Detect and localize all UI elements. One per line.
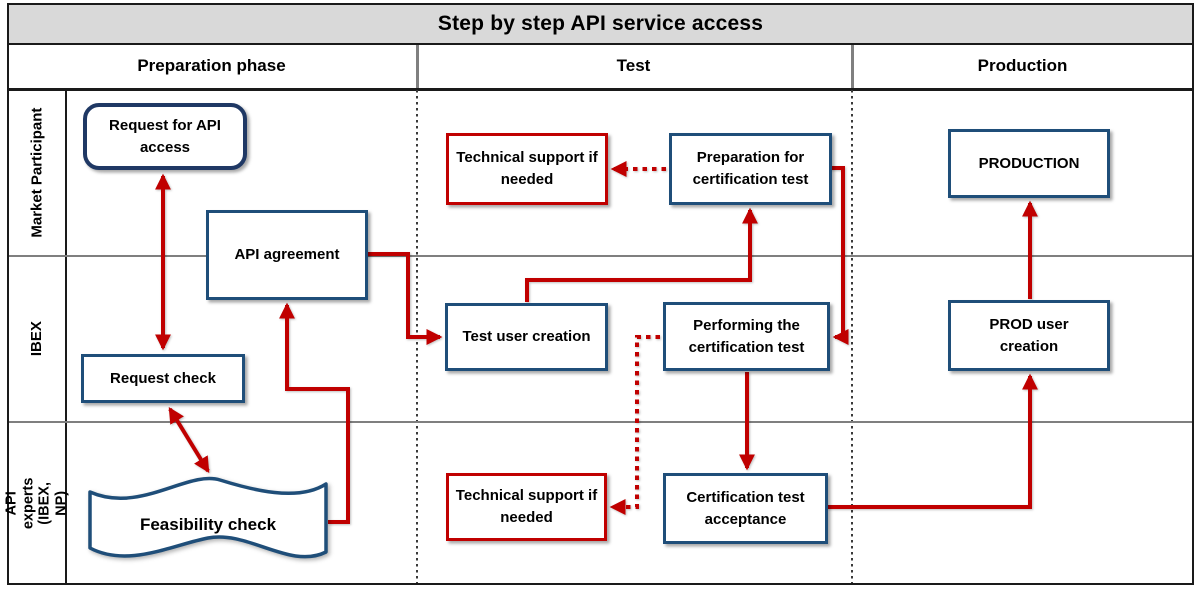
lane-label-ibex: IBEX	[28, 320, 46, 357]
column-divider-dotted-2	[851, 90, 853, 583]
node-api-agreement: API agreement	[206, 210, 368, 300]
header-divider-1	[416, 45, 419, 88]
node-technical-support-bottom: Technical support if needed	[446, 473, 607, 541]
node-feasibility-check: Feasibility check	[84, 466, 332, 576]
column-header-production: Production	[977, 56, 1068, 75]
lane-label-api-experts: API experts (IBEX, NP)	[3, 477, 70, 529]
column-header-test: Test	[616, 56, 651, 75]
lane-divider-2	[9, 421, 1192, 423]
node-prod-user-creation: PROD user creation	[948, 300, 1110, 371]
lane-divider-1	[9, 255, 1192, 257]
node-preparation-certification-test: Preparation for certification test	[669, 133, 832, 205]
lane-label-market-participant: Market Participant	[28, 107, 46, 238]
node-request-check: Request check	[81, 354, 245, 403]
node-certification-test-acceptance: Certification test acceptance	[663, 473, 828, 544]
feasibility-check-label: Feasibility check	[139, 515, 277, 534]
node-test-user-creation: Test user creation	[445, 303, 608, 371]
node-technical-support-top: Technical support if needed	[446, 133, 608, 205]
node-production: PRODUCTION	[948, 129, 1110, 198]
header-divider-2	[851, 45, 854, 88]
diagram-title: Step by step API service access	[7, 3, 1194, 45]
lane-label-divider	[65, 90, 67, 583]
column-header-preparation-phase: Preparation phase	[137, 56, 286, 75]
node-request-for-api-access: Request for API access	[83, 103, 247, 170]
column-divider-dotted-1	[416, 90, 418, 583]
header-underline	[7, 88, 1194, 91]
wave-shape	[88, 476, 328, 559]
node-performing-certification-test: Performing the certification test	[663, 302, 830, 371]
